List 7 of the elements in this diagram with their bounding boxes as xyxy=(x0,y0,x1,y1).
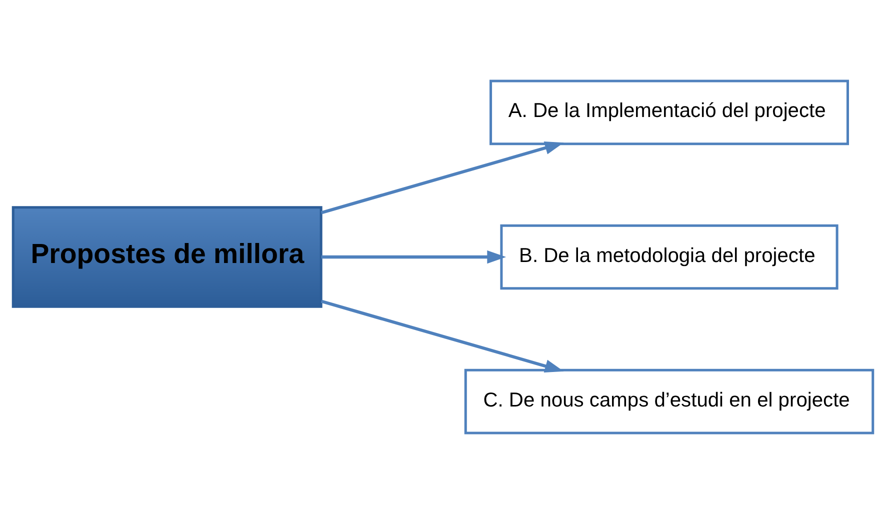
arrow xyxy=(321,250,506,264)
arrow xyxy=(320,141,564,214)
node-box: B. De la metodologia del projecte xyxy=(500,224,838,290)
node-box: Propostes de millora xyxy=(12,206,322,308)
node-box: C. De nous camps d’estudi en el projecte xyxy=(464,368,874,434)
node-box: A. De la Implementació del projecte xyxy=(490,79,849,145)
arrow xyxy=(320,299,564,372)
